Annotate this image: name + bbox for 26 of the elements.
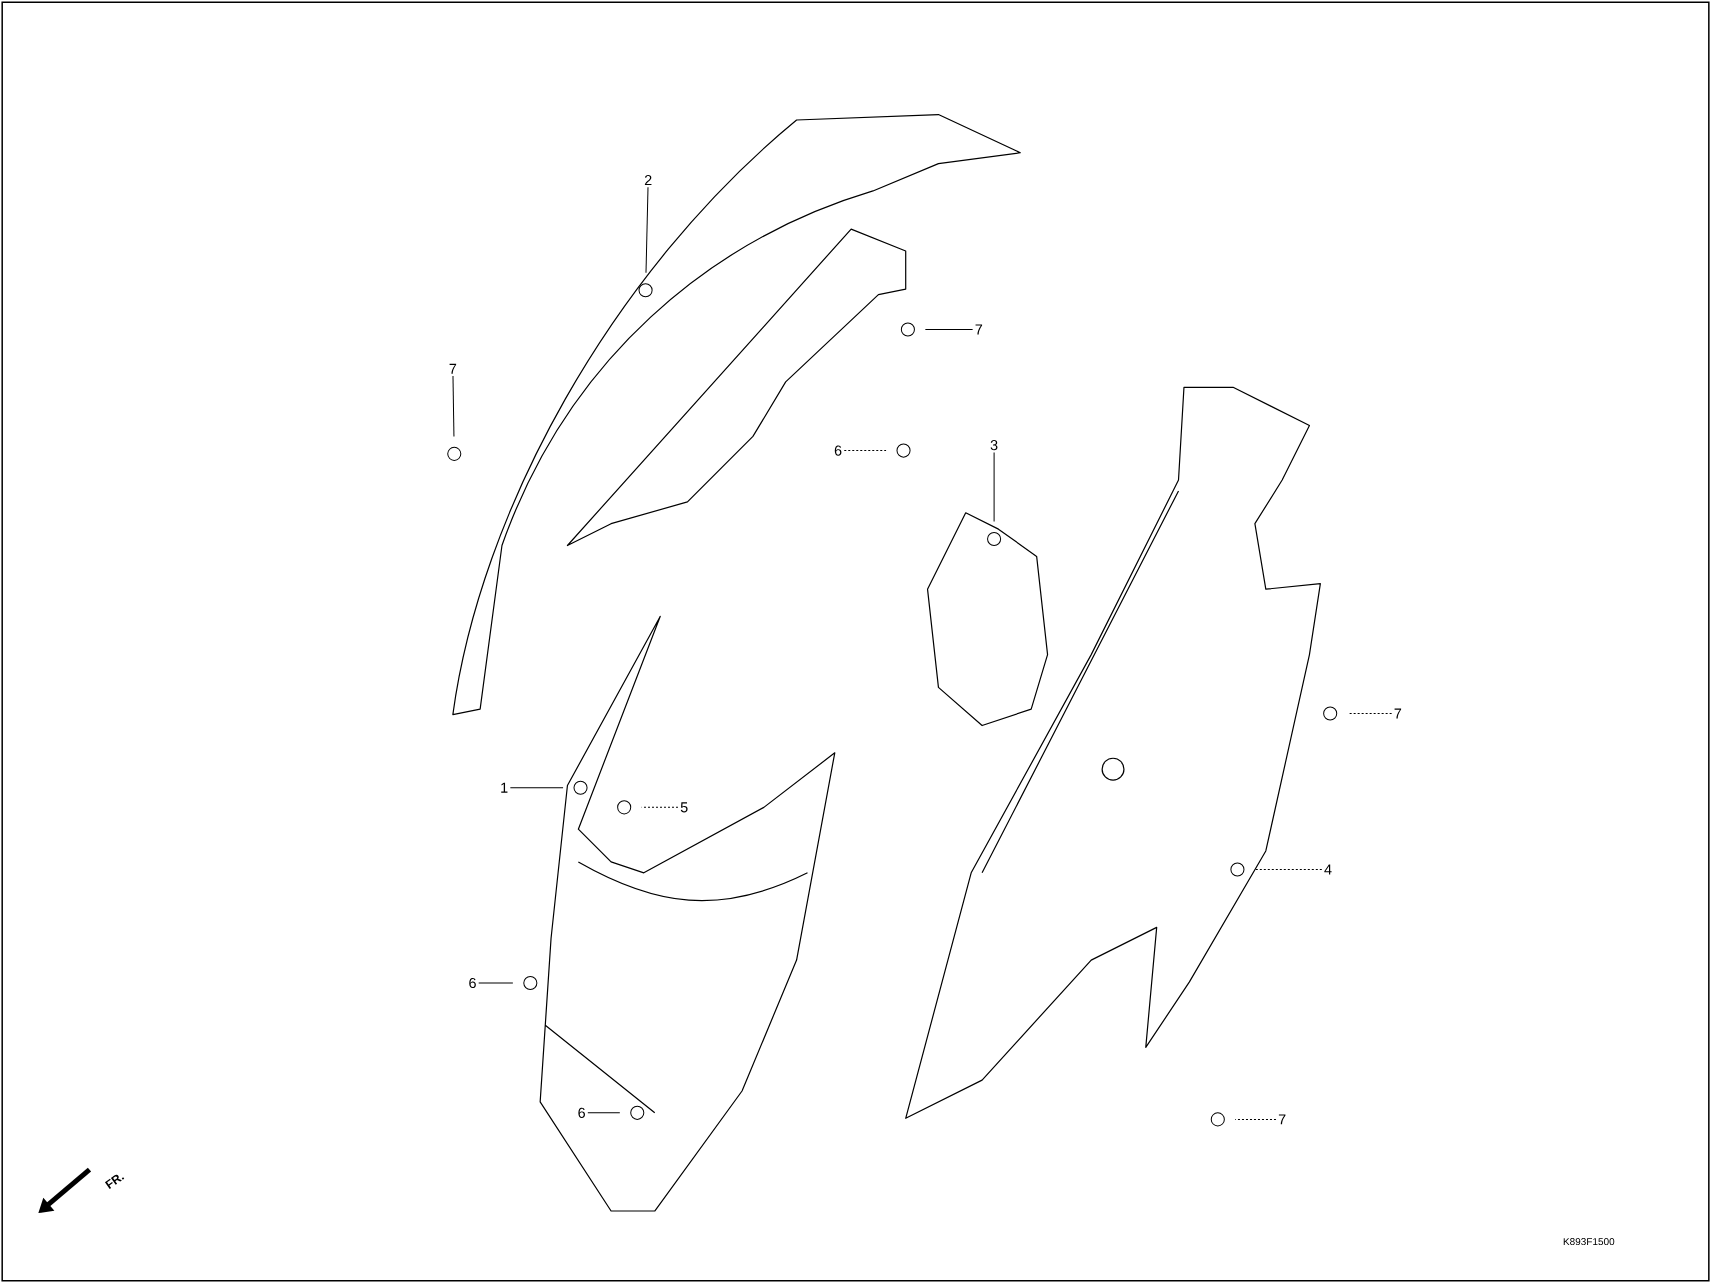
direction-label: FR. [104,1174,125,1189]
callout-number: 6 [469,977,476,989]
leader-line [641,806,679,808]
callout-number: 6 [834,445,842,456]
callout-number: 7 [1278,1114,1286,1125]
callout-number: 3 [990,440,998,451]
callout-number: 5 [680,802,688,813]
leader-line [509,787,564,789]
leader-line [924,329,974,330]
leader-line [478,982,514,984]
leader-line [993,451,995,522]
callout-number: 6 [578,1107,585,1118]
leader-line [1347,713,1393,714]
leader-line [645,186,649,274]
leader-line [1234,1118,1277,1120]
callout-number: 7 [1394,708,1402,719]
callout-number: 1 [501,782,508,793]
leader-line [1254,869,1323,871]
figure-code: K893F1500 [1563,1238,1615,1246]
callout-number: 2 [644,175,652,186]
callout-number: 4 [1324,864,1332,875]
leader-line [843,450,887,452]
leader-line [587,1112,621,1114]
callout-number: 7 [449,363,457,374]
callout-number: 7 [975,324,983,335]
leader-line [452,375,455,437]
